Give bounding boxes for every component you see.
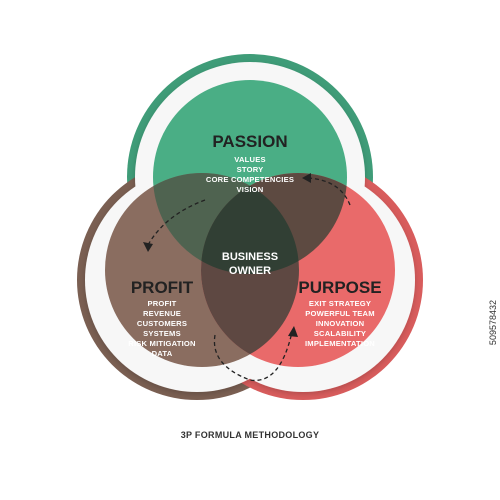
diagram-caption: 3P FORMULA METHODOLOGY (180, 430, 320, 440)
passion-item: VISION (237, 185, 264, 194)
profit-item: CUSTOMERS (137, 319, 187, 328)
passion-item: STORY (237, 165, 264, 174)
arrow-head-icon (143, 242, 153, 252)
cycle-arrows (147, 177, 351, 382)
purpose-item: EXIT STRATEGY (309, 299, 371, 308)
profit-item: SYSTEMS (143, 329, 181, 338)
profit-item: RISK MITIGATION (128, 339, 195, 348)
profit-item: DATA (152, 349, 173, 358)
arrow-heads (143, 173, 311, 337)
center-label-line2: OWNER (229, 265, 271, 277)
profit-item: PROFIT (147, 299, 176, 308)
profit-title: PROFIT (131, 278, 194, 297)
passion-item: CORE COMPETENCIES (206, 175, 294, 184)
purpose-title: PURPOSE (298, 278, 381, 297)
purpose-item: SCALABILITY (314, 329, 366, 338)
arrow-head-icon (302, 173, 311, 183)
passion-title: PASSION (212, 132, 287, 151)
arrow-head-icon (288, 326, 298, 337)
purpose-item: INNOVATION (316, 319, 365, 328)
purpose-item: IMPLEMENTATION (305, 339, 375, 348)
stock-id: 509578432 (488, 300, 498, 346)
passion-item: VALUES (234, 155, 265, 164)
profit-item: REVENUE (143, 309, 181, 318)
purpose-item: POWERFUL TEAM (305, 309, 375, 318)
center-label-line1: BUSINESS (222, 251, 278, 263)
